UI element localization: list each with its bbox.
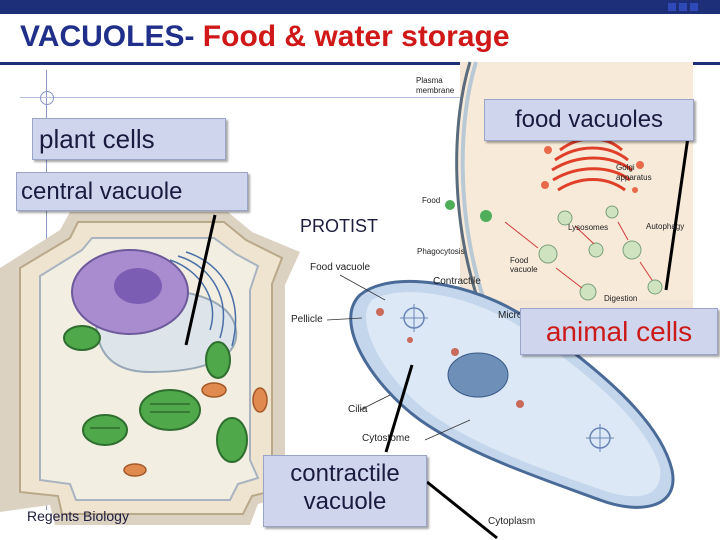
cilia-label: Cilia [348, 404, 368, 415]
plant-cells-label: plant cells [32, 118, 226, 160]
digestion-label: Digestion [604, 294, 638, 303]
footer-text: Regents Biology [27, 508, 129, 524]
protist-label: PROTIST [300, 216, 379, 236]
title-sub: Food & water storage [194, 20, 510, 53]
corner-squares [668, 3, 698, 11]
cytoplasm-label: Cytoplasm [488, 516, 536, 527]
animal-cells-label: animal cells [520, 308, 718, 355]
autophagy-label: Autophagy [646, 222, 685, 231]
pellicle-label: Pellicle [291, 314, 323, 325]
lysosomes-label: Lysosomes [568, 223, 609, 232]
contractile-vacuole-label: contractile vacuole [263, 455, 427, 527]
crosshair-icon [40, 91, 54, 105]
title-rule [0, 62, 720, 65]
protist-contractile-label: Contractile [433, 276, 481, 287]
food-vacuoles-label: food vacuoles [484, 99, 694, 141]
pointer-lines [184, 136, 690, 540]
phagocytosis-label: Phagocytosis [417, 247, 465, 256]
micro-label: Micro [498, 310, 523, 321]
protist-food-vacuole-label: Food vacuole [310, 262, 371, 273]
guide-horizontal-line [20, 97, 660, 98]
protist-illustration [326, 274, 675, 509]
cytostome-label: Cytostome [362, 433, 410, 444]
title-main: VACUOLES- [20, 20, 195, 53]
central-vacuole-label: central vacuole [16, 172, 248, 211]
top-bar [0, 0, 720, 14]
slide-title: VACUOLES- Food & water storage [20, 20, 510, 54]
plant-cell-illustration [0, 212, 300, 525]
food-label: Food [422, 196, 441, 205]
